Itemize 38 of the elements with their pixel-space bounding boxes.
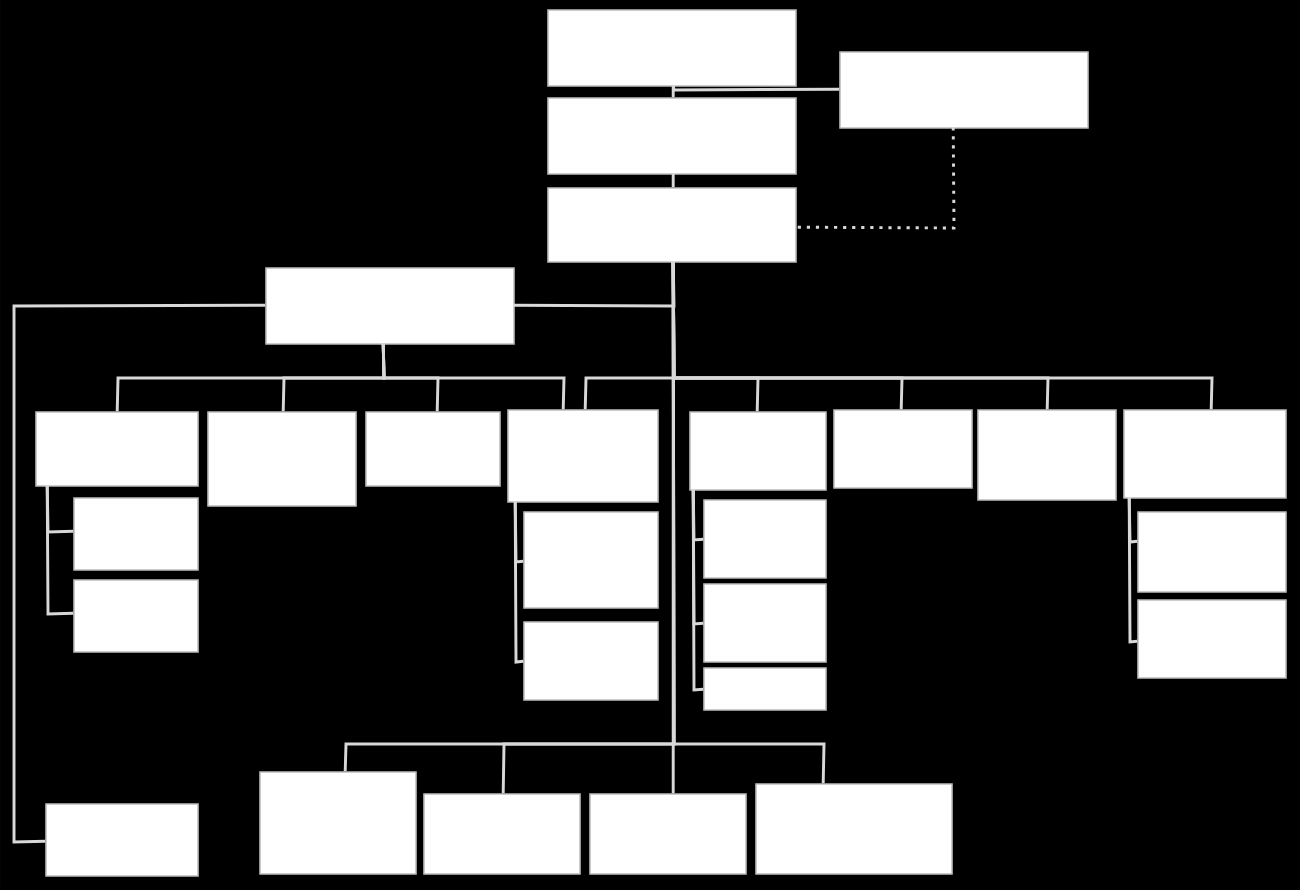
box	[73, 497, 199, 571]
box	[547, 187, 797, 263]
box	[523, 511, 659, 609]
box	[207, 411, 357, 507]
box	[35, 411, 199, 487]
box	[589, 793, 747, 875]
box	[977, 409, 1117, 501]
box	[1137, 599, 1287, 679]
connector-line	[513, 501, 524, 664]
box	[547, 9, 797, 87]
box	[523, 621, 659, 701]
box	[703, 583, 827, 663]
connector-line	[795, 127, 956, 230]
connector-line	[45, 485, 74, 616]
box	[703, 499, 827, 579]
box	[365, 411, 501, 487]
connector-line	[671, 173, 675, 188]
connector-line	[381, 343, 566, 410]
box	[73, 579, 199, 653]
box	[265, 267, 515, 345]
box	[1137, 511, 1287, 593]
box	[259, 771, 417, 875]
box	[703, 667, 827, 711]
connector-line	[1127, 497, 1138, 644]
connector-line	[671, 85, 675, 98]
box	[833, 409, 973, 489]
box	[507, 409, 659, 503]
box	[45, 803, 199, 877]
box	[547, 97, 797, 175]
box	[1123, 409, 1287, 499]
connector-line	[691, 489, 704, 692]
box	[423, 793, 581, 875]
box	[689, 411, 827, 491]
connector-line	[12, 303, 266, 844]
connector-line	[671, 261, 826, 784]
box	[839, 51, 1089, 129]
connector-line	[671, 84, 840, 92]
box	[755, 783, 953, 875]
